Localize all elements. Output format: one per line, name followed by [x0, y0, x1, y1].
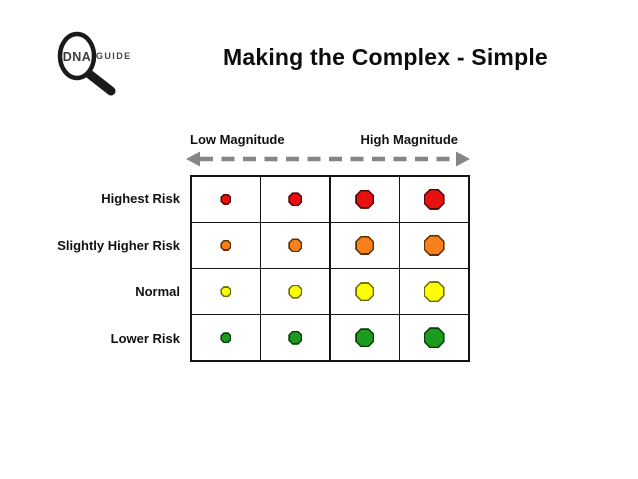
risk-marker-octagon	[355, 189, 375, 209]
logo-side-text: GUIDE	[96, 51, 132, 61]
risk-marker-octagon	[423, 281, 445, 303]
risk-marker-octagon	[288, 192, 303, 207]
matrix-cell	[192, 269, 260, 314]
matrix-cell	[261, 315, 330, 360]
matrix-cell	[330, 223, 399, 268]
matrix-cell	[400, 177, 468, 222]
high-magnitude-label: High Magnitude	[360, 132, 459, 147]
row-label: Lower Risk	[110, 331, 180, 347]
matrix-cell	[400, 315, 468, 360]
risk-marker-octagon	[423, 327, 445, 349]
matrix-cell	[400, 223, 468, 268]
risk-marker-octagon	[288, 284, 303, 299]
matrix-cell	[192, 223, 260, 268]
risk-marker-octagon	[423, 234, 445, 256]
risk-marker-octagon	[220, 239, 232, 251]
row-label: Normal	[135, 284, 180, 300]
row-label: Slightly Higher Risk	[57, 237, 180, 253]
matrix-cell	[192, 177, 260, 222]
magnitude-header: Low Magnitude High Magnitude	[190, 132, 470, 147]
risk-marker-octagon	[423, 188, 445, 210]
matrix-cell	[261, 223, 330, 268]
logo-lens-text: DNA	[63, 50, 92, 64]
slide-title: Making the Complex - Simple	[223, 44, 548, 70]
risk-marker-octagon	[220, 286, 232, 298]
matrix-cell	[330, 269, 399, 314]
matrix-grid	[190, 175, 470, 362]
arrow-left-head	[186, 151, 200, 167]
matrix-cell	[192, 315, 260, 360]
low-magnitude-label: Low Magnitude	[190, 132, 285, 147]
risk-marker-octagon	[288, 238, 303, 253]
risk-marker-octagon	[355, 235, 375, 255]
risk-marker-octagon	[355, 282, 375, 302]
risk-marker-octagon	[288, 330, 303, 345]
risk-marker-octagon	[220, 193, 232, 205]
matrix-cell	[330, 177, 399, 222]
matrix-cell	[261, 269, 330, 314]
magnitude-arrow	[186, 151, 470, 167]
risk-marker-octagon	[355, 328, 375, 348]
matrix-cell	[261, 177, 330, 222]
matrix-cell	[400, 269, 468, 314]
dna-guide-logo: DNA GUIDE	[57, 31, 132, 96]
risk-marker-octagon	[220, 332, 232, 344]
arrow-right-head	[456, 151, 470, 167]
row-label: Highest Risk	[101, 190, 180, 206]
matrix-cell	[330, 315, 399, 360]
magnifying-glass-icon	[57, 31, 116, 96]
